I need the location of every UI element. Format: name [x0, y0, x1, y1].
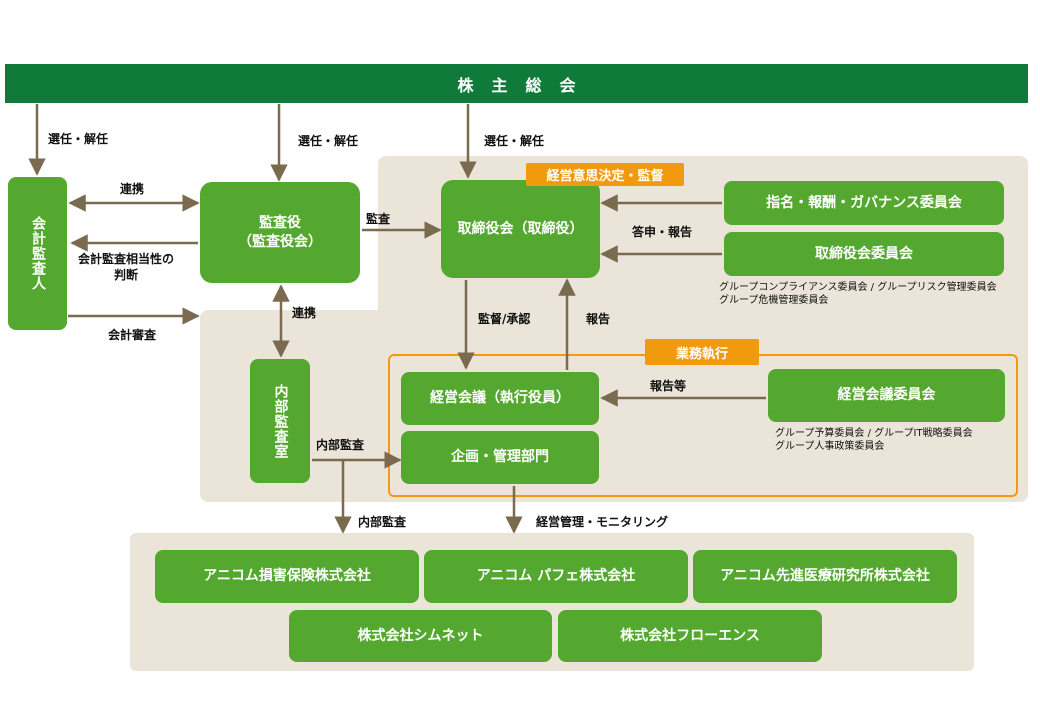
accounting-auditor-label: 会計監査人 — [29, 216, 46, 291]
label-report-etc: 報告等 — [650, 379, 687, 393]
label-cooperation: 連携 — [292, 306, 317, 320]
board-committee-label: 取締役会委員会 — [815, 245, 913, 262]
execution-tag: 業務執行 — [645, 339, 759, 365]
mgmt-committee-note: グループ予算委員会 / グループIT戦略委員会 グループ人事政策委員会 — [775, 428, 973, 453]
label-supervise: 監督/承認 — [478, 312, 531, 326]
subsidiary-box: アニコム パフェ株式会社 — [424, 550, 688, 603]
mgmt-committee-box: 経営会議委員会 — [768, 369, 1005, 422]
label-judgment: 会計監査相当性の 判断 — [78, 252, 175, 282]
auditor-label: 監査役 （監査役会） — [238, 214, 322, 250]
label-appoint: 選任・解任 — [48, 132, 109, 146]
subsidiary-box: アニコム損害保険株式会社 — [155, 550, 419, 603]
board-committee-note-line: グループコンプライアンス委員会 / グループリスク管理委員会 — [719, 282, 997, 293]
mgmt-committee-note-line: グループ予算委員会 / グループIT戦略委員会 — [775, 428, 973, 439]
management-meeting-label: 経営会議（執行役員） — [430, 390, 570, 407]
management-meeting-box: 経営会議（執行役員） — [401, 372, 599, 425]
label-appoint: 選任・解任 — [484, 134, 545, 148]
label-cooperation: 連携 — [120, 182, 145, 196]
planning-box: 企画・管理部門 — [401, 431, 599, 484]
board-committee-note-line: グループ危機管理委員会 — [719, 294, 829, 306]
mgmt-committee-label: 経営会議委員会 — [837, 387, 936, 404]
subsidiary-box: 株式会社フローエンス — [558, 610, 822, 662]
label-internal-audit: 内部監査 — [358, 515, 407, 529]
subsidiary-label: アニコム先進医療研究所株式会社 — [720, 568, 930, 585]
decision-tag: 経営意思決定・監督 — [526, 163, 684, 186]
auditor-box: 監査役 （監査役会） — [200, 182, 360, 283]
mgmt-committee-note-line: グループ人事政策委員会 — [775, 440, 885, 452]
planning-label: 企画・管理部門 — [451, 449, 549, 466]
board-label: 取締役会（取締役） — [457, 220, 584, 237]
internal-audit-label: 内部監査室 — [272, 383, 289, 459]
subsidiary-box: アニコム先進医療研究所株式会社 — [693, 550, 957, 603]
board-box: 取締役会（取締役） — [441, 180, 600, 278]
subsidiary-label: アニコム損害保険株式会社 — [203, 568, 371, 585]
board-committee-note: グループコンプライアンス委員会 / グループリスク管理委員会 グループ危機管理委… — [719, 282, 997, 307]
label-internal-audit: 内部監査 — [316, 438, 365, 452]
label-appoint: 選任・解任 — [298, 134, 359, 148]
board-committee-box: 取締役会委員会 — [724, 232, 1004, 276]
label-accounting-review: 会計審査 — [108, 328, 157, 342]
label-report-answer: 答申・報告 — [632, 225, 693, 239]
internal-audit-box: 内部監査室 — [250, 359, 310, 483]
label-audit: 監査 — [366, 212, 391, 226]
label-report: 報告 — [586, 312, 611, 326]
shareholders-meeting-banner: 株主総会 — [5, 64, 1028, 103]
accounting-auditor-box: 会計監査人 — [8, 177, 67, 330]
subsidiary-label: 株式会社フローエンス — [620, 627, 760, 644]
subsidiary-label: 株式会社シムネット — [357, 627, 484, 644]
nomination-committee-box: 指名・報酬・ガバナンス委員会 — [724, 181, 1004, 225]
label-mgmt-monitoring: 経営管理・モニタリング — [536, 515, 669, 529]
nomination-committee-label: 指名・報酬・ガバナンス委員会 — [766, 194, 962, 211]
subsidiary-box: 株式会社シムネット — [289, 610, 552, 662]
subsidiary-label: アニコム パフェ株式会社 — [476, 568, 636, 585]
